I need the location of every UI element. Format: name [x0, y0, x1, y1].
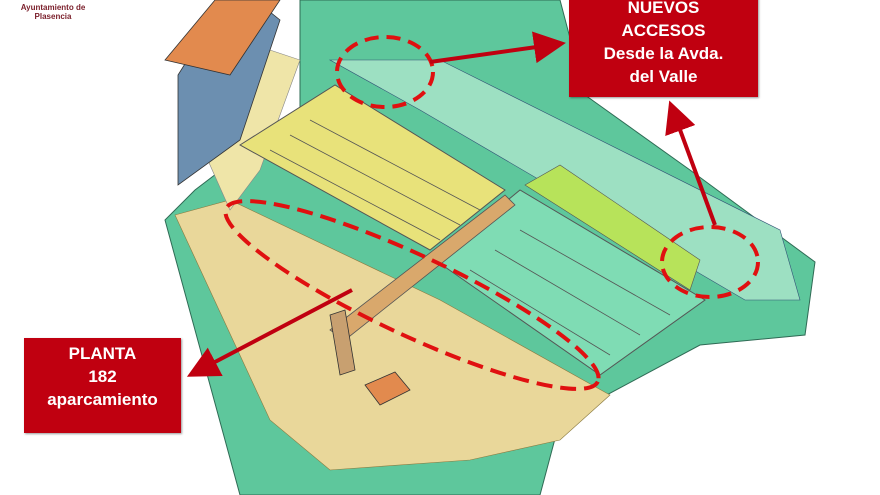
callout-line: aparcamiento — [47, 390, 158, 409]
new-floor-marker — [223, 199, 601, 391]
tower — [329, 309, 356, 376]
callout-planta: PLANTA 182 aparcamiento — [24, 338, 181, 433]
access-marker-north — [335, 35, 435, 109]
green-ramp — [524, 164, 701, 291]
parking-lines — [269, 119, 671, 356]
callout-line: del Valle — [629, 67, 698, 86]
arrow-planta — [186, 288, 353, 377]
callout-line: Desde la Avda. — [603, 44, 724, 63]
logo-line1: Ayuntamiento de — [20, 3, 86, 12]
logo-line2: Plasencia — [34, 12, 72, 21]
arrow-accesos-east — [665, 100, 717, 226]
callout-line: NUEVOS — [627, 0, 700, 17]
arrow-accesos — [429, 31, 566, 64]
kiosk — [364, 371, 411, 406]
yellow-deck — [239, 84, 506, 251]
ayuntamiento-logo: Ayuntamiento de Plasencia — [8, 3, 98, 21]
building-roof — [164, 0, 281, 76]
callout-line: ACCESOS — [621, 21, 706, 40]
callout-line: 182 — [88, 367, 117, 386]
access-marker-east — [660, 225, 760, 299]
callout-line: PLANTA — [68, 344, 137, 363]
callout-nuevos-accesos: NUEVOS ACCESOS Desde la Avda. del Valle — [569, 0, 758, 97]
